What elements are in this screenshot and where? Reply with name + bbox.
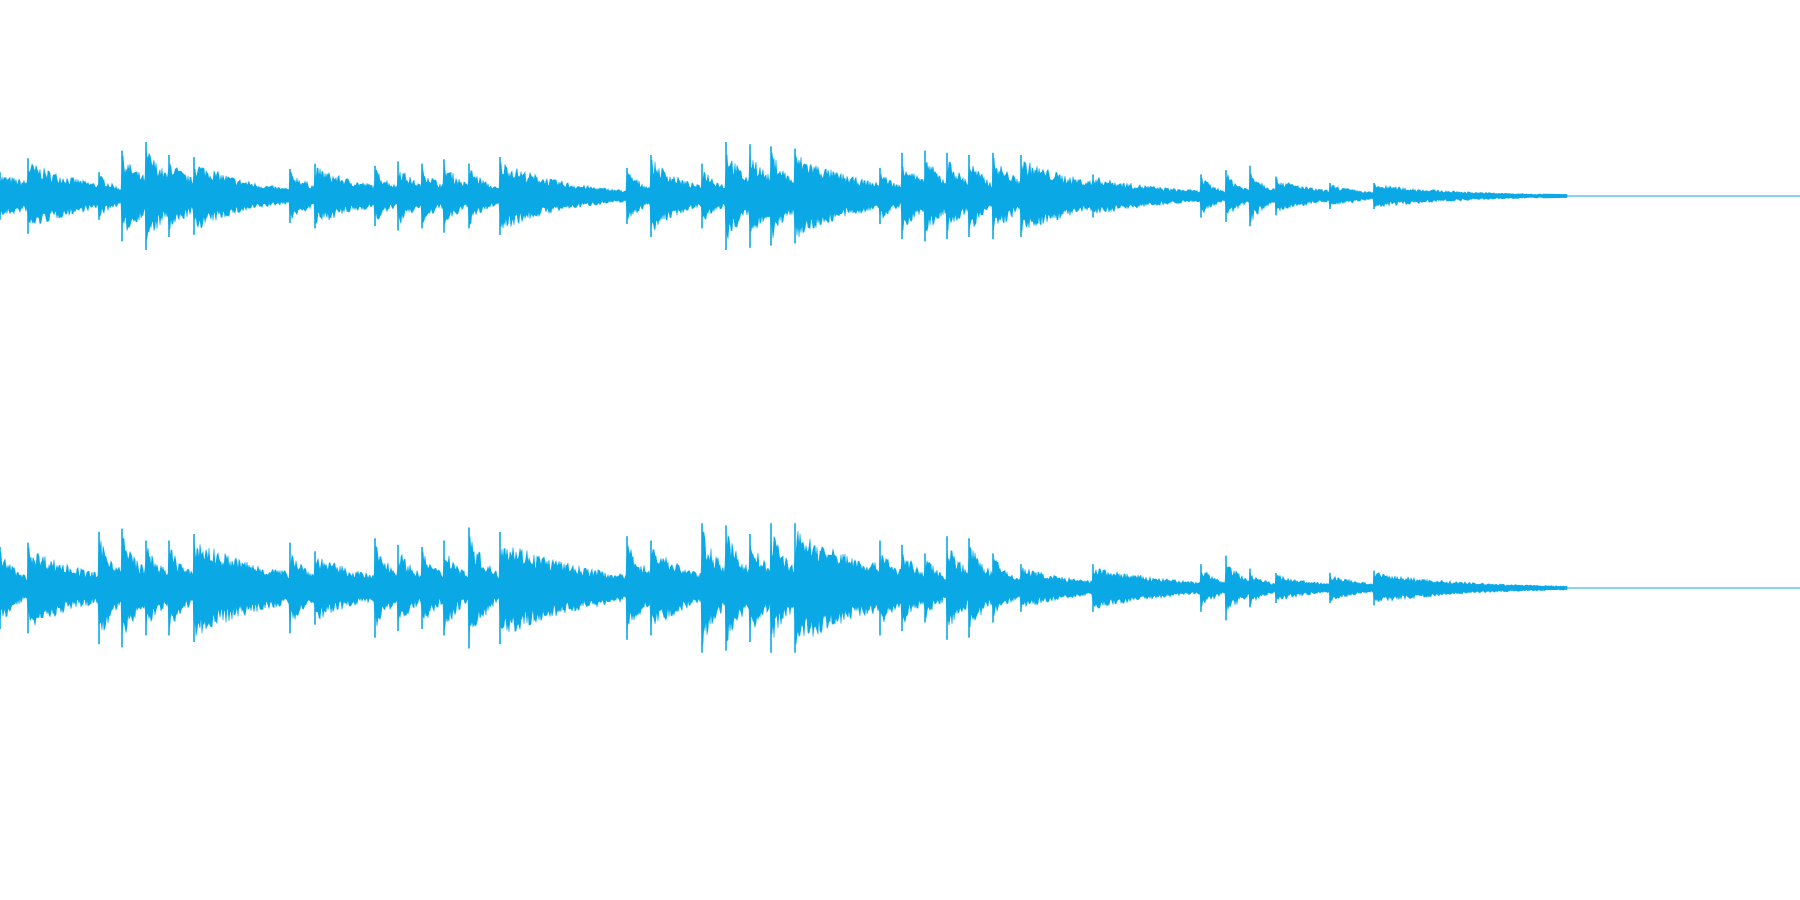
waveform-channel-bottom: [0, 523, 1800, 653]
waveform-envelope: [0, 147, 1568, 242]
waveform-envelope: [0, 530, 1568, 649]
waveform-channel-top: [0, 142, 1800, 250]
